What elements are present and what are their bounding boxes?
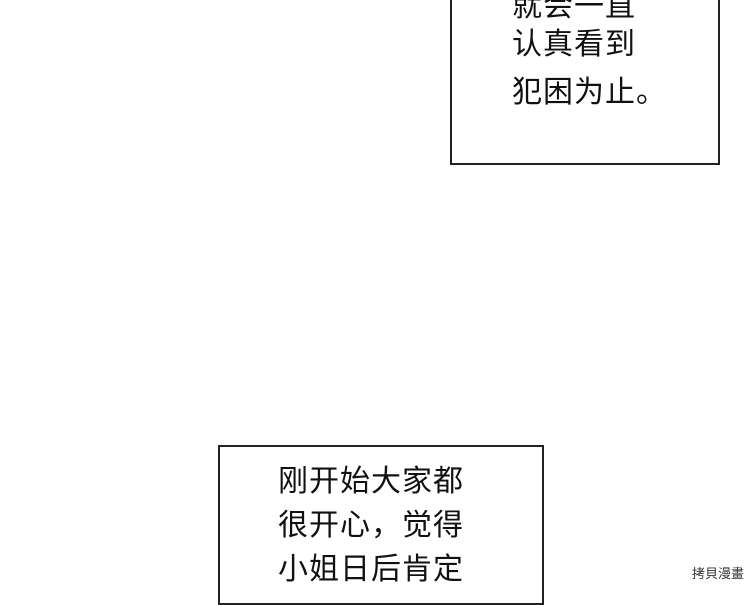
caption-box-top: 就会一直 认真看到 犯困为止。: [450, 0, 720, 165]
caption-line: 刚开始大家都: [278, 464, 464, 499]
caption-line: 很开心，觉得: [278, 508, 464, 543]
caption-line: 小姐日后肯定: [278, 552, 464, 587]
caption-box-bottom: 刚开始大家都 很开心，觉得 小姐日后肯定: [218, 445, 544, 605]
caption-line: 就会一直: [512, 0, 636, 24]
caption-line: 犯困为止。: [512, 75, 667, 110]
caption-line: 认真看到: [512, 27, 636, 62]
watermark-text: 拷貝漫畫: [691, 567, 744, 582]
